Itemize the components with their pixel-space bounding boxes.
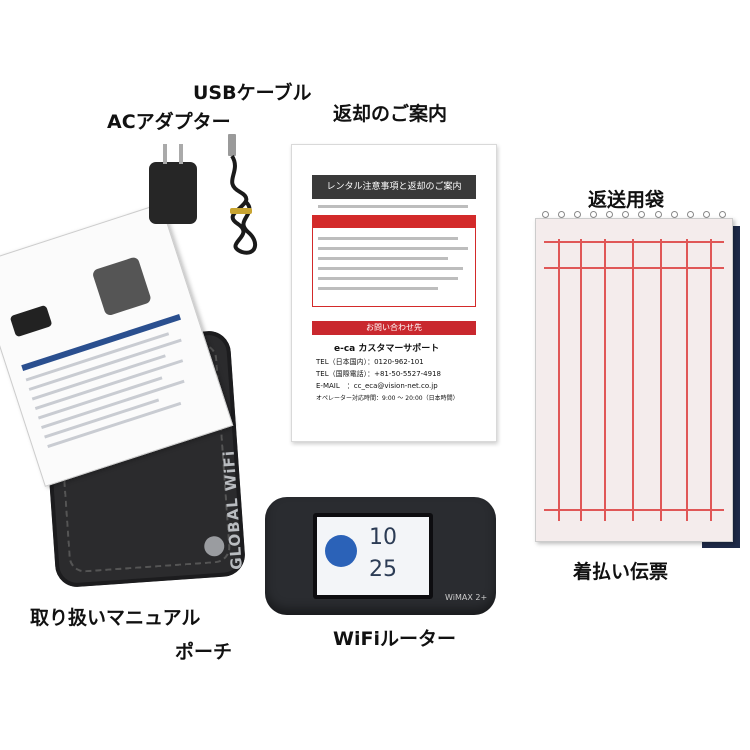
wifi-router: 10 25 WiMAX 2+	[265, 497, 496, 615]
guide-email: E-MAIL ：cc_eca@vision-net.co.jp	[316, 382, 438, 390]
cod-slip	[535, 211, 733, 542]
guide-support-name: e-ca カスタマーサポート	[334, 344, 440, 354]
cod-slip-label: 着払い伝票	[573, 561, 669, 583]
pouch-illustration	[91, 256, 153, 317]
guide-title: レンタル注意事項と返却のご案内	[312, 175, 476, 199]
usb-cable	[228, 134, 258, 255]
guide-hours: オペレーター対応時間：9:00 〜 20:00（日本時間）	[316, 395, 459, 402]
ac-adapter-label: ACアダプター	[107, 111, 231, 133]
usb-cable-label: USBケーブル	[193, 82, 312, 104]
guide-notice-box	[312, 227, 476, 307]
router-model: WiMAX 2+	[445, 593, 488, 602]
manual-label: 取り扱いマニュアル	[30, 607, 201, 629]
router-screen: 10 25	[313, 513, 433, 599]
guide-tel-intl: TEL（国際電話）：+81-50-5527-4918	[316, 370, 441, 378]
return-guide-document: レンタル注意事項と返却のご案内 お問い合わせ先 e-ca カスタマーサポート T…	[291, 144, 497, 442]
signal-circle-icon	[325, 535, 357, 567]
router-label: WiFiルーター	[333, 628, 456, 650]
router-illustration	[9, 304, 53, 338]
guide-contact-header: お問い合わせ先	[312, 321, 476, 335]
router-display: 10 25	[317, 517, 429, 595]
router-time-hour: 10	[369, 525, 397, 550]
return-guide-label: 返却のご案内	[333, 103, 448, 125]
guide-tel-domestic: TEL（日本国内）：0120-962-101	[316, 358, 424, 366]
ac-adapter	[149, 144, 197, 224]
router-time-min: 25	[369, 557, 397, 582]
pouch-label: ポーチ	[175, 641, 233, 663]
return-bag-label: 返送用袋	[588, 189, 665, 211]
guide-notice-header	[312, 215, 476, 227]
